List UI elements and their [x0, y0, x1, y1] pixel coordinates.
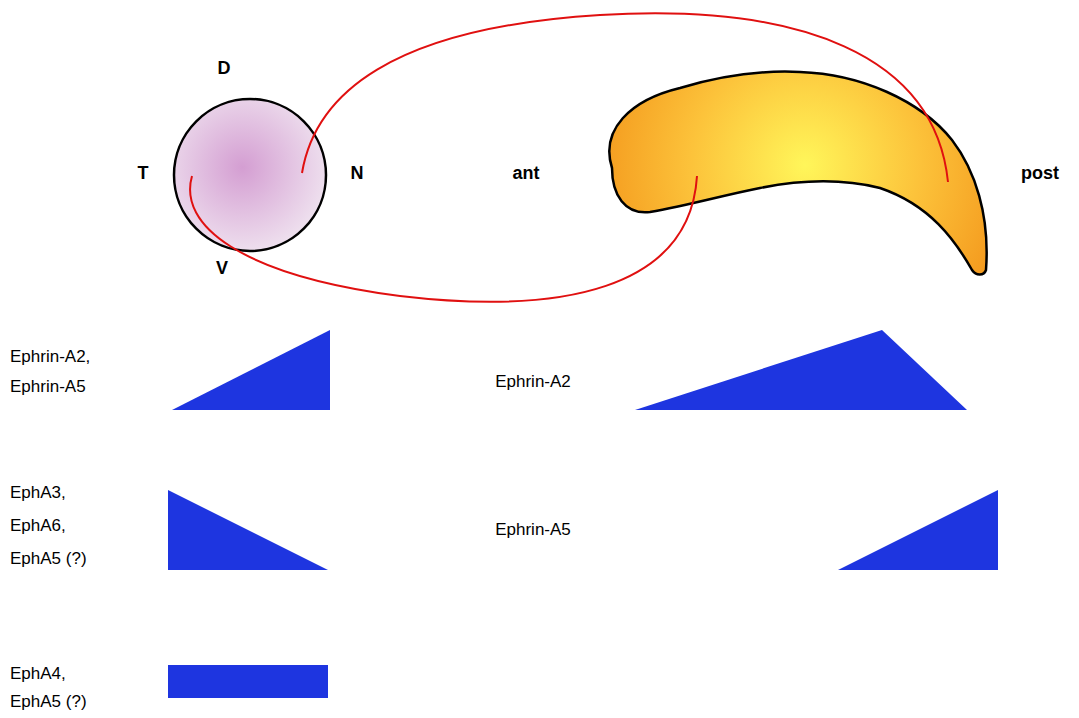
axis-letter: D	[218, 58, 231, 79]
tectum-shape	[609, 72, 986, 275]
gradient-label: EphA4, EphA5 (?)	[10, 660, 110, 716]
axis-letter: V	[216, 258, 228, 279]
projection-line	[302, 13, 948, 182]
gradient-triangle	[168, 490, 328, 570]
gradient-label: EphA3, EphA6, EphA5 (?)	[10, 476, 110, 575]
gradient-triangle	[838, 490, 998, 570]
axis-letter: N	[351, 163, 364, 184]
axis-letter: T	[138, 163, 149, 184]
axis-label: ant	[513, 163, 540, 184]
gradient-triangle	[172, 330, 330, 410]
projection-line	[190, 176, 697, 302]
gradient-label: Ephrin-A2, Ephrin-A5	[10, 342, 122, 402]
gradient-triangle	[635, 330, 967, 410]
gradient-label: Ephrin-A5	[495, 520, 571, 540]
retina-circle	[174, 99, 326, 251]
axis-label: post	[1021, 163, 1059, 184]
gradient-label: Ephrin-A2	[495, 372, 571, 392]
gradient-bar	[168, 665, 328, 698]
